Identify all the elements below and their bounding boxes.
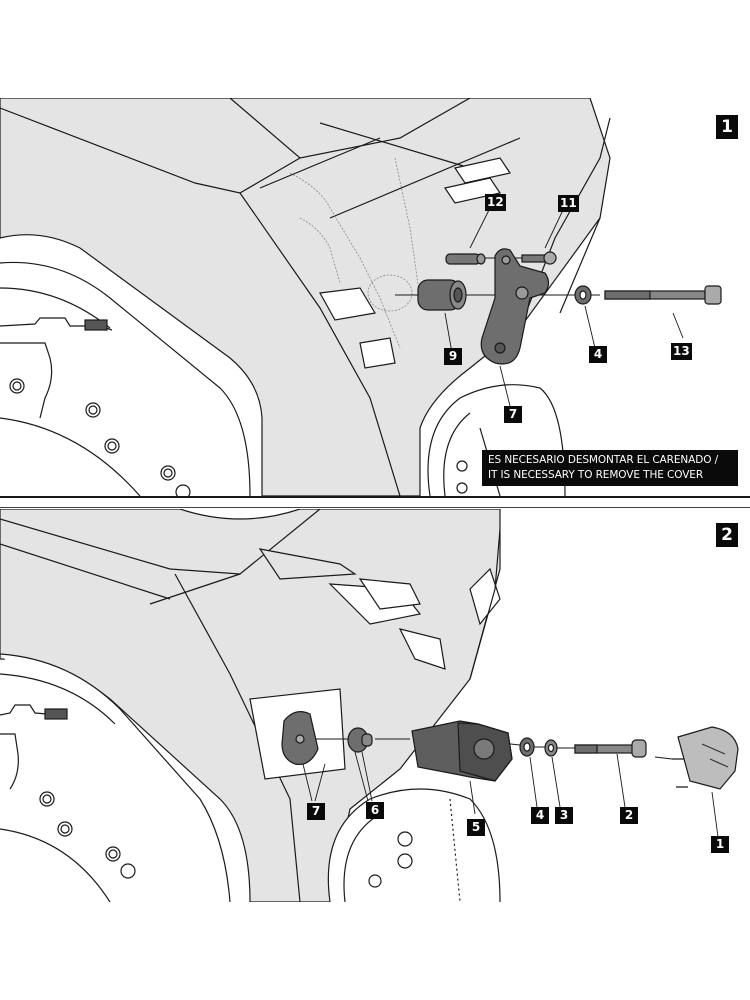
callout-2: 2	[620, 807, 638, 824]
part-3-washer	[544, 739, 558, 757]
part-6-bushing	[347, 727, 373, 753]
callout-7: 7	[504, 406, 522, 423]
note-line-en: IT IS NECESSARY TO REMOVE THE COVER	[488, 469, 704, 481]
callout-4: 4	[589, 346, 607, 363]
part-4-washer	[519, 737, 535, 757]
callout-7: 7	[307, 803, 325, 820]
part-2-bolt	[574, 739, 647, 758]
part-5-slider	[411, 720, 513, 782]
step-number-2: 2	[716, 523, 738, 547]
step-2-drawing	[0, 509, 739, 902]
callout-11: 11	[558, 195, 579, 212]
note-line-es: ES NECESARIO DESMONTAR EL CARENADO /	[488, 454, 719, 466]
step-divider-lower	[0, 507, 750, 508]
part-1-end-cap	[672, 726, 739, 790]
callout-3: 3	[555, 807, 573, 824]
part-9-spacer	[417, 279, 467, 311]
callout-1: 1	[711, 836, 729, 853]
part-12-spacer	[445, 253, 486, 265]
callout-4: 4	[531, 807, 549, 824]
step-1-illustration: 1 12 11 4 13 9 7 ES NECESARIO DESMONTAR …	[0, 98, 750, 496]
callout-5: 5	[467, 819, 485, 836]
step-number-1: 1	[716, 115, 738, 139]
part-7-bracket	[281, 711, 319, 766]
part-13-bolt	[604, 285, 722, 305]
step-divider	[0, 496, 750, 498]
brake-lever	[0, 704, 61, 790]
fairing-upper	[229, 98, 472, 159]
callout-6: 6	[366, 802, 384, 819]
cover-removal-note: ES NECESARIO DESMONTAR EL CARENADO / IT …	[482, 450, 738, 486]
part-11-bolt	[521, 251, 557, 265]
step-2-illustration: 2 7 6 5 4 3 2 1	[0, 509, 750, 902]
callout-12: 12	[485, 194, 506, 211]
part-4-washer	[574, 285, 592, 305]
callout-13: 13	[671, 343, 692, 360]
callout-9: 9	[444, 348, 462, 365]
part-7-bracket	[480, 248, 550, 365]
step-1-drawing	[0, 98, 722, 496]
